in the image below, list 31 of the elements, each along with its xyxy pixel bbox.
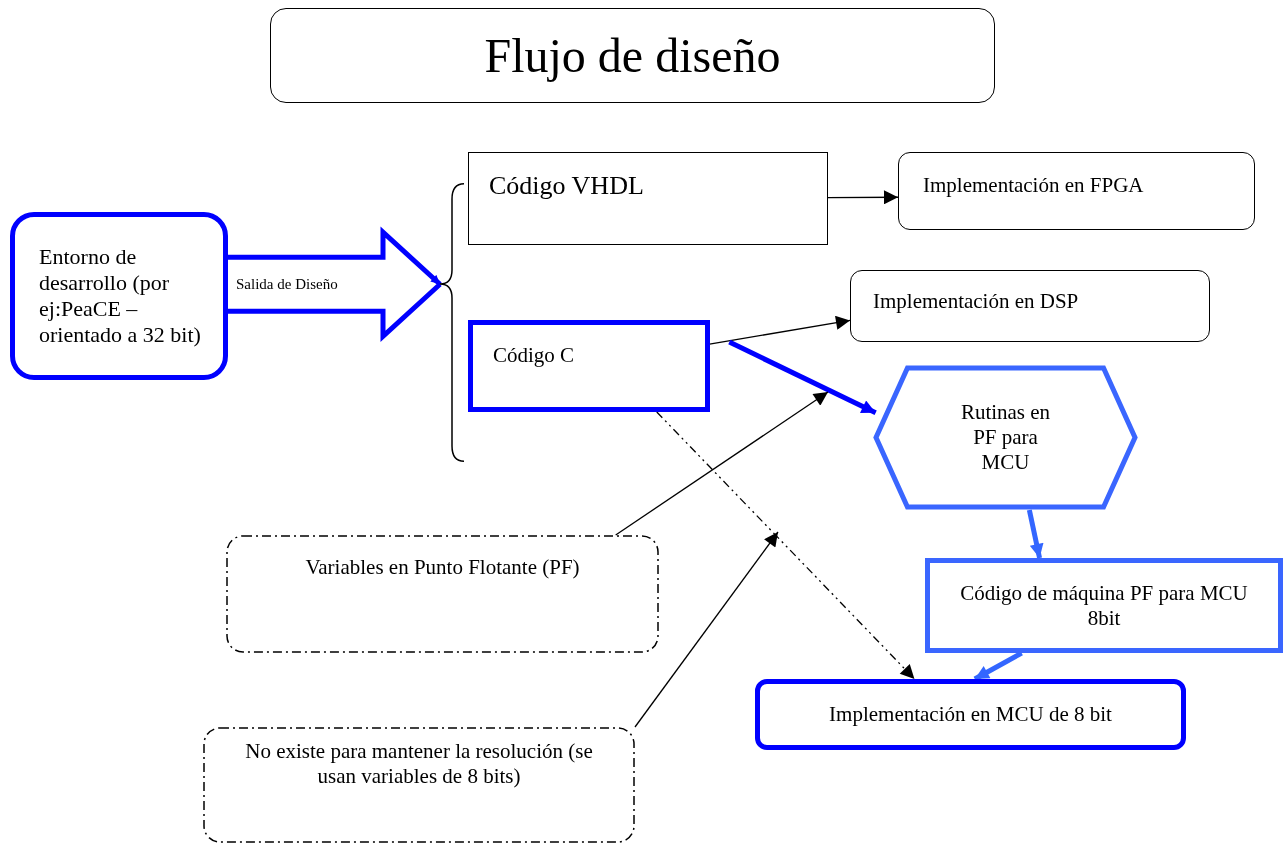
hexagon [873, 365, 1138, 510]
process-box [925, 558, 1283, 653]
arrow [634, 531, 779, 728]
arrow [615, 391, 829, 536]
rounded-box [898, 152, 1255, 230]
node-label: Código de máquina PF para MCU 8bit [960, 580, 1248, 631]
node-label: Implementación en FPGA [923, 173, 1144, 198]
diagram-title: Flujo de diseño [270, 8, 995, 103]
arrow [728, 339, 877, 416]
curly-brace [440, 183, 464, 462]
dashed-rounded-box [203, 727, 635, 843]
arrow [1026, 509, 1044, 559]
rounded-box [755, 679, 1186, 750]
arrow [973, 650, 1023, 682]
node-label: Código VHDL [489, 171, 644, 202]
process-box [468, 320, 710, 412]
arrow [656, 411, 916, 680]
arrow [827, 190, 899, 205]
node-label: Entorno de desarrollo (por ej:PeaCE – orientado a 32 bit) [39, 244, 202, 348]
dashed-rounded-box [226, 535, 659, 653]
rounded-box [10, 212, 228, 380]
process-box [468, 152, 828, 245]
node-label: Rutinas en PF para MCU [959, 400, 1052, 475]
node-label: No existe para mantener la resolución (se usan variables de 8 bits) [244, 739, 594, 789]
block-arrow [225, 226, 443, 342]
node-label: Implementación en MCU de 8 bit [829, 702, 1112, 727]
edge-label: Salida de Diseño [236, 275, 338, 293]
rounded-box [850, 270, 1210, 342]
node-label: Variables en Punto Flotante (PF) [305, 555, 580, 580]
node-label: Implementación en DSP [873, 289, 1079, 314]
node-label: Código C [493, 343, 575, 368]
